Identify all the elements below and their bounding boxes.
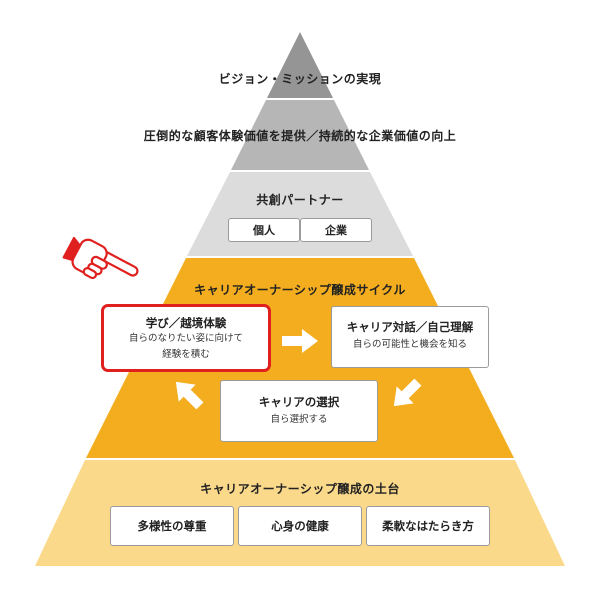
cycle-step-choice: キャリアの選択 自ら選択する — [220, 380, 378, 442]
vision-label: ビジョン・ミッションの実現 — [218, 72, 382, 86]
arrow-icon-up-left — [175, 381, 204, 410]
cycle-step-subtitle-line: 自らの可能性と機会を知る — [352, 339, 467, 350]
tier-partner — [187, 172, 413, 256]
cycle-step-title: 学び／越境体験 — [145, 316, 227, 330]
cycle-step-dialogue: キャリア対話／自己理解 自らの可能性と機会を知る — [331, 306, 489, 368]
tier-value — [231, 100, 369, 170]
cycle-step-subtitle-line: 経験を積む — [162, 349, 210, 360]
pointing-hand-icon — [62, 236, 139, 280]
foundation-chip-flexible-work: 柔軟なはたらき方 — [366, 506, 490, 546]
tier-vision — [267, 32, 333, 98]
foundation-chip-health: 心身の健康 — [238, 506, 362, 546]
partner-chip-company: 企業 — [300, 218, 372, 242]
partner-chip-individual: 個人 — [228, 218, 300, 242]
foundation-label: キャリアオーナーシップ醸成の土台 — [200, 482, 400, 496]
cycle-step-subtitle-line: 自ら選択する — [270, 414, 328, 425]
arrow-icon-down-left — [393, 378, 422, 407]
cycle-step-title: キャリアの選択 — [258, 395, 340, 409]
cycle-step-title: キャリア対話／自己理解 — [346, 320, 474, 334]
cycle-step-learning-highlighted: 学び／越境体験 自らのなりたい姿に向けて 経験を積む — [101, 304, 271, 372]
partner-label: 共創パートナー — [256, 193, 344, 207]
arrow-icon-right — [282, 329, 318, 353]
value-label: 圧倒的な顧客体験価値を提供／持続的な企業価値の向上 — [143, 129, 457, 143]
cycle-step-subtitle-line: 自らのなりたい姿に向けて — [128, 333, 243, 344]
cycle-label: キャリアオーナーシップ醸成サイクル — [194, 283, 406, 297]
foundation-chip-diversity: 多様性の尊重 — [110, 506, 234, 546]
